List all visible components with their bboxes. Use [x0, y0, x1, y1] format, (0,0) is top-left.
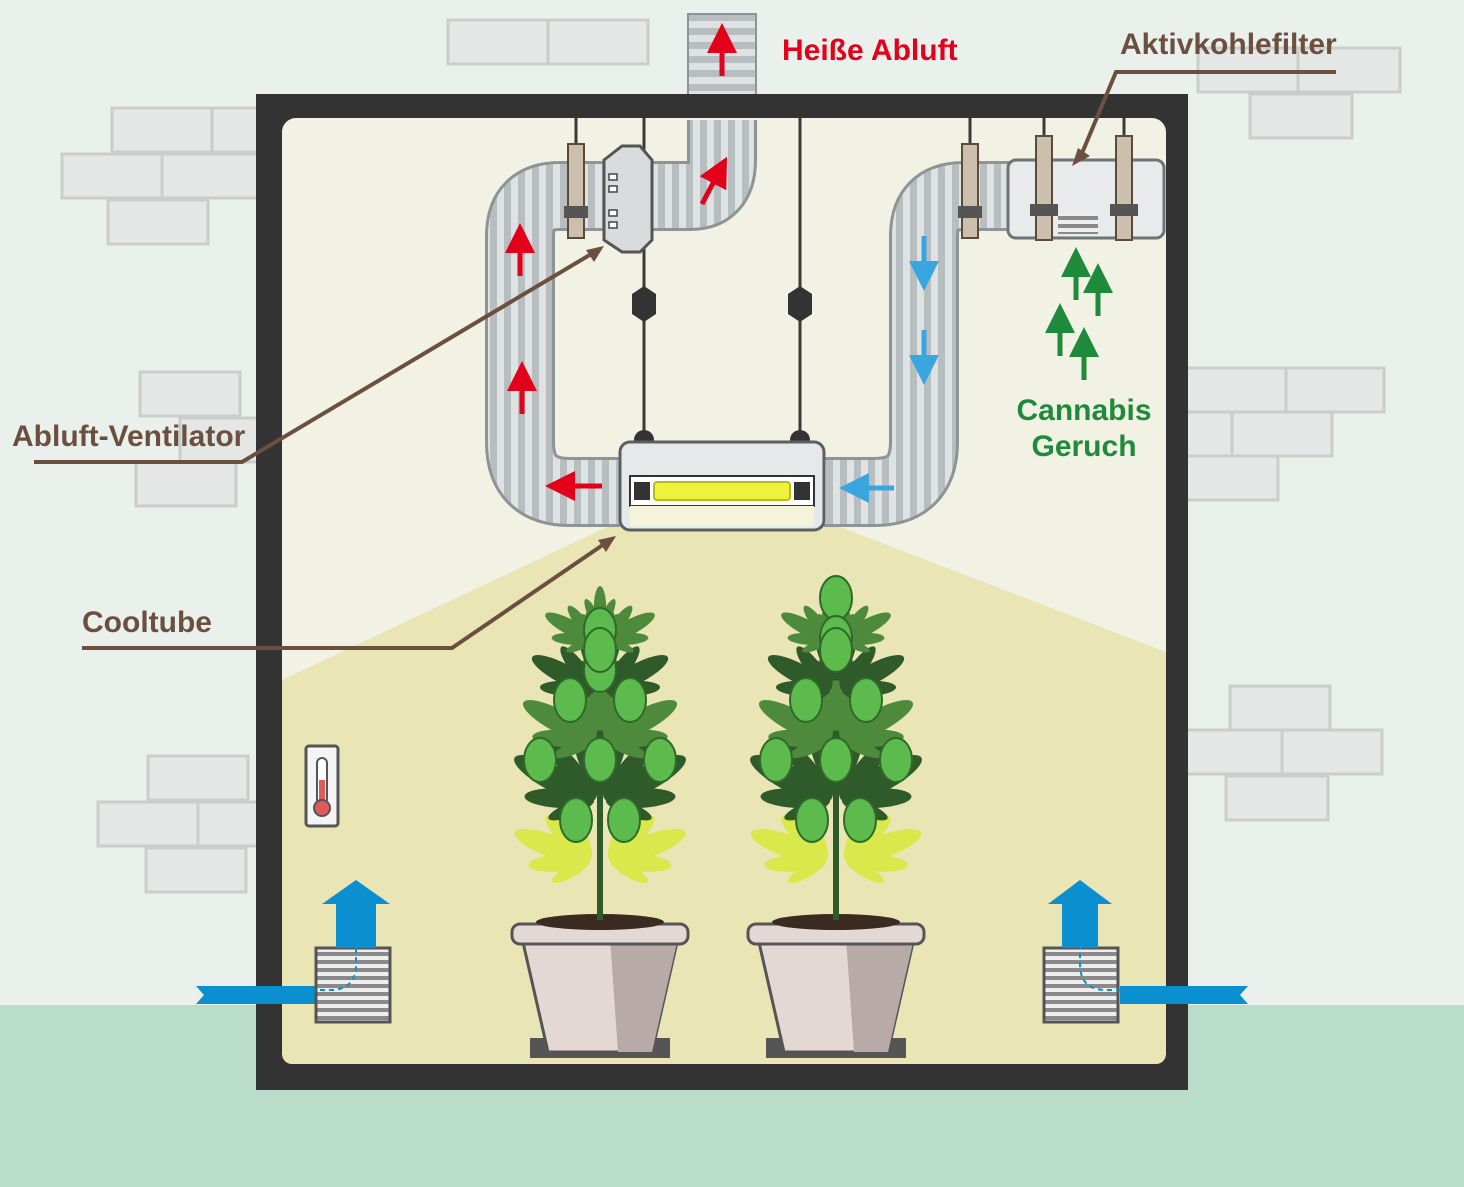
- label-exhaust-fan: Abluft-Ventilator: [12, 420, 246, 453]
- label-cannabis-smell-2: Geruch: [1031, 430, 1136, 463]
- cannabis-plant-left: [510, 586, 690, 1058]
- rope-adjuster-left: [632, 286, 656, 322]
- rope-adjuster-right: [788, 286, 812, 322]
- label-hot-exhaust: Heiße Abluft: [782, 34, 958, 67]
- smell-arrows: [1045, 247, 1113, 380]
- carbon-filter: [1006, 135, 1166, 241]
- cooltube-lamp: [618, 430, 826, 532]
- pointer-cooltube: [82, 538, 612, 650]
- intake-vent-left: [196, 880, 392, 1024]
- arrow-up-icon: [1048, 880, 1112, 948]
- cannabis-plant-right: [746, 575, 926, 1058]
- light-cone: [282, 520, 1166, 1050]
- label-pointers: [34, 70, 1336, 650]
- label-cooltube: Cooltube: [82, 606, 212, 639]
- exhaust-fan: [602, 144, 654, 254]
- intake-vent-right: [1042, 880, 1248, 1024]
- wall-bricks: [60, 18, 1402, 894]
- pointer-exhaust-fan: [34, 248, 600, 464]
- plants: [510, 575, 926, 1058]
- thermometer-icon: [304, 744, 340, 828]
- arrow-up-icon: [699, 156, 728, 206]
- cool-air-arrows: [839, 236, 939, 503]
- label-cannabis-smell-1: Cannabis: [1016, 394, 1151, 427]
- arrow-up-icon: [322, 880, 390, 948]
- hot-air-arrows: [505, 23, 737, 501]
- label-carbon-filter: Aktivkohlefilter: [1120, 28, 1337, 61]
- pointer-carbon-filter: [1078, 70, 1336, 159]
